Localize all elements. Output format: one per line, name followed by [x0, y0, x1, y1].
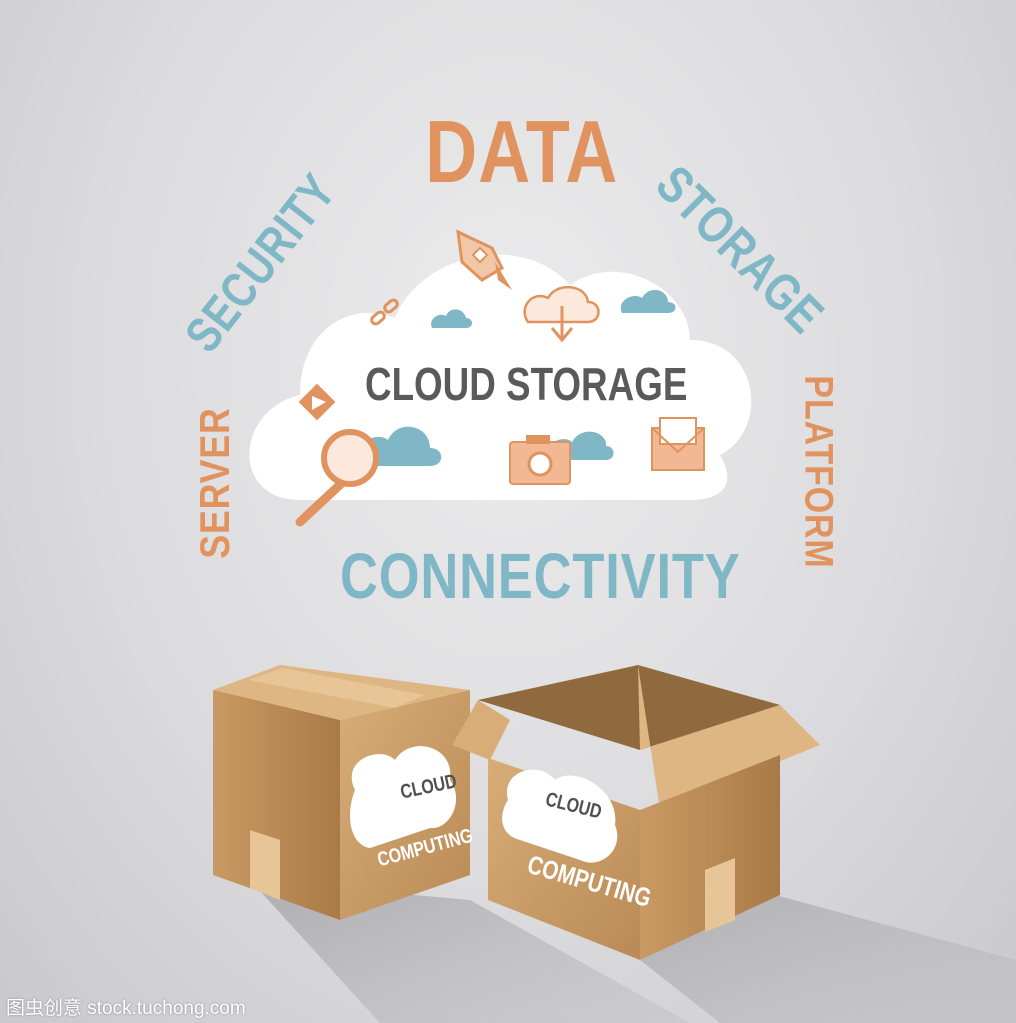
rocket-icon — [456, 229, 512, 290]
camera-icon — [509, 435, 571, 485]
watermark: 图虫创意 stock.tuchong.com — [6, 998, 246, 1019]
video-icon — [298, 383, 336, 421]
word-server: SERVER — [190, 407, 238, 559]
word-connectivity: CONNECTIVITY — [340, 540, 741, 612]
left-box — [213, 665, 470, 920]
link-icon — [370, 298, 399, 326]
magnifier-icon — [295, 429, 379, 527]
cloud-storage-title: CLOUD STORAGE — [365, 358, 688, 410]
mail-icon — [651, 417, 705, 471]
word-platform: PLATFORM — [796, 375, 841, 569]
box-shadow-left — [250, 880, 690, 1023]
word-data: DATA — [425, 102, 619, 201]
cloud-download-icon — [523, 285, 600, 343]
right-box — [452, 665, 820, 960]
